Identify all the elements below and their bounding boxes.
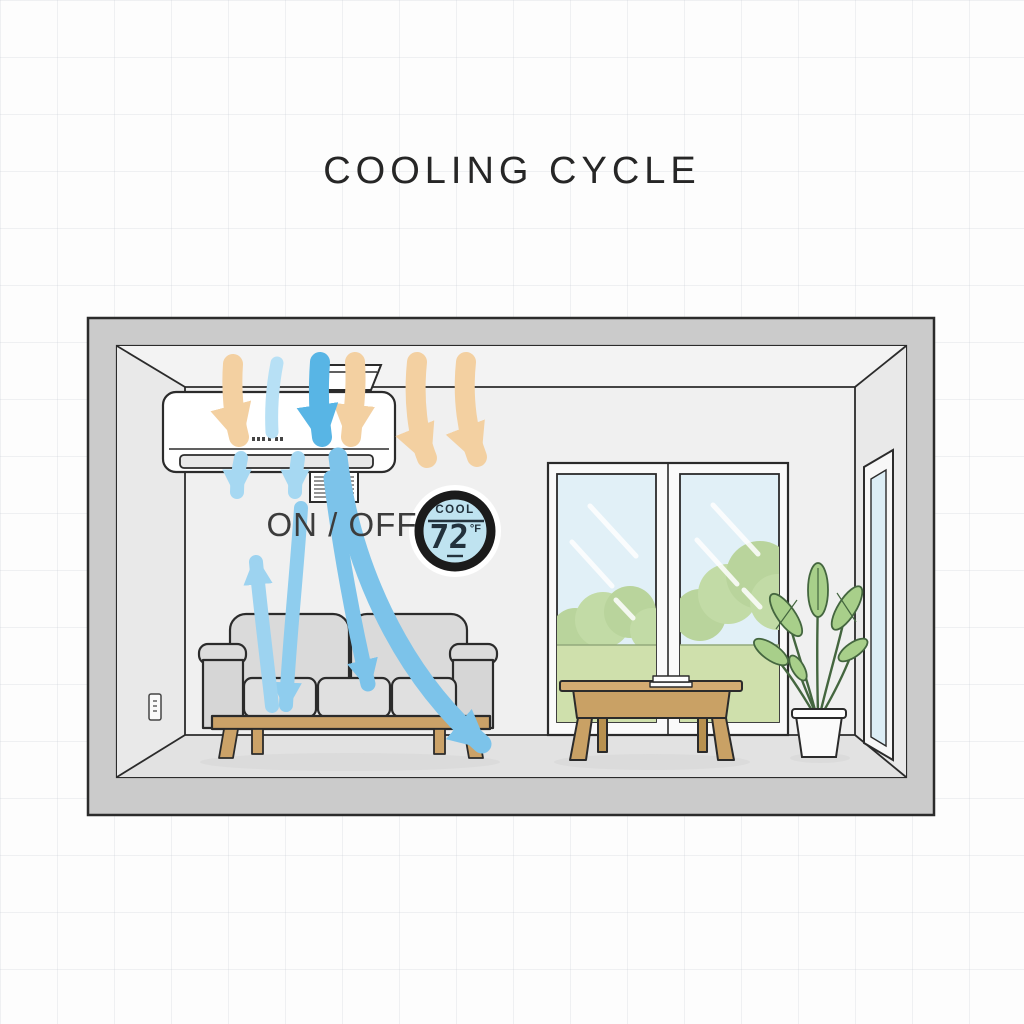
ac-vent xyxy=(179,454,374,469)
cool-air-arrow-dark xyxy=(296,352,339,447)
warm-air-arrows xyxy=(210,352,487,468)
warm-air-arrow xyxy=(210,354,252,447)
page-title: COOLING CYCLE xyxy=(323,150,701,192)
potted-plant xyxy=(753,562,869,758)
cool-air-arrow xyxy=(272,501,308,712)
warm-air-arrow xyxy=(333,352,375,447)
glass-reflections xyxy=(569,502,763,621)
coffee-table xyxy=(559,675,743,761)
intake-air-stream xyxy=(265,356,284,439)
thermostat-temperature: 72 xyxy=(428,517,470,556)
cool-air-vent-arrows xyxy=(222,451,310,499)
ac-brand-mark xyxy=(252,437,283,441)
return-air-arrow xyxy=(243,555,279,713)
cool-air-arrow xyxy=(328,447,492,754)
light-switch xyxy=(148,693,162,721)
thermostat xyxy=(409,485,501,577)
warm-air-arrow xyxy=(395,352,437,468)
thermostat-mode-label: COOL xyxy=(435,504,475,516)
warm-air-arrow xyxy=(445,352,487,467)
cool-air-arrow xyxy=(280,451,310,499)
cool-air-arrow xyxy=(222,451,252,499)
ac-power-label: ON / OFF xyxy=(266,506,418,543)
plant-pot xyxy=(791,708,847,758)
book xyxy=(649,675,693,688)
sidelight-window xyxy=(863,448,894,762)
thermostat-reading: 72 °F xyxy=(413,517,497,556)
outdoor-view-right xyxy=(680,541,779,722)
thermostat-unit: °F xyxy=(469,523,481,535)
leaf-veins xyxy=(775,568,857,630)
floor-shadows xyxy=(200,753,850,771)
cool-air-arrow xyxy=(323,470,378,692)
airflow-arrows xyxy=(210,352,492,754)
